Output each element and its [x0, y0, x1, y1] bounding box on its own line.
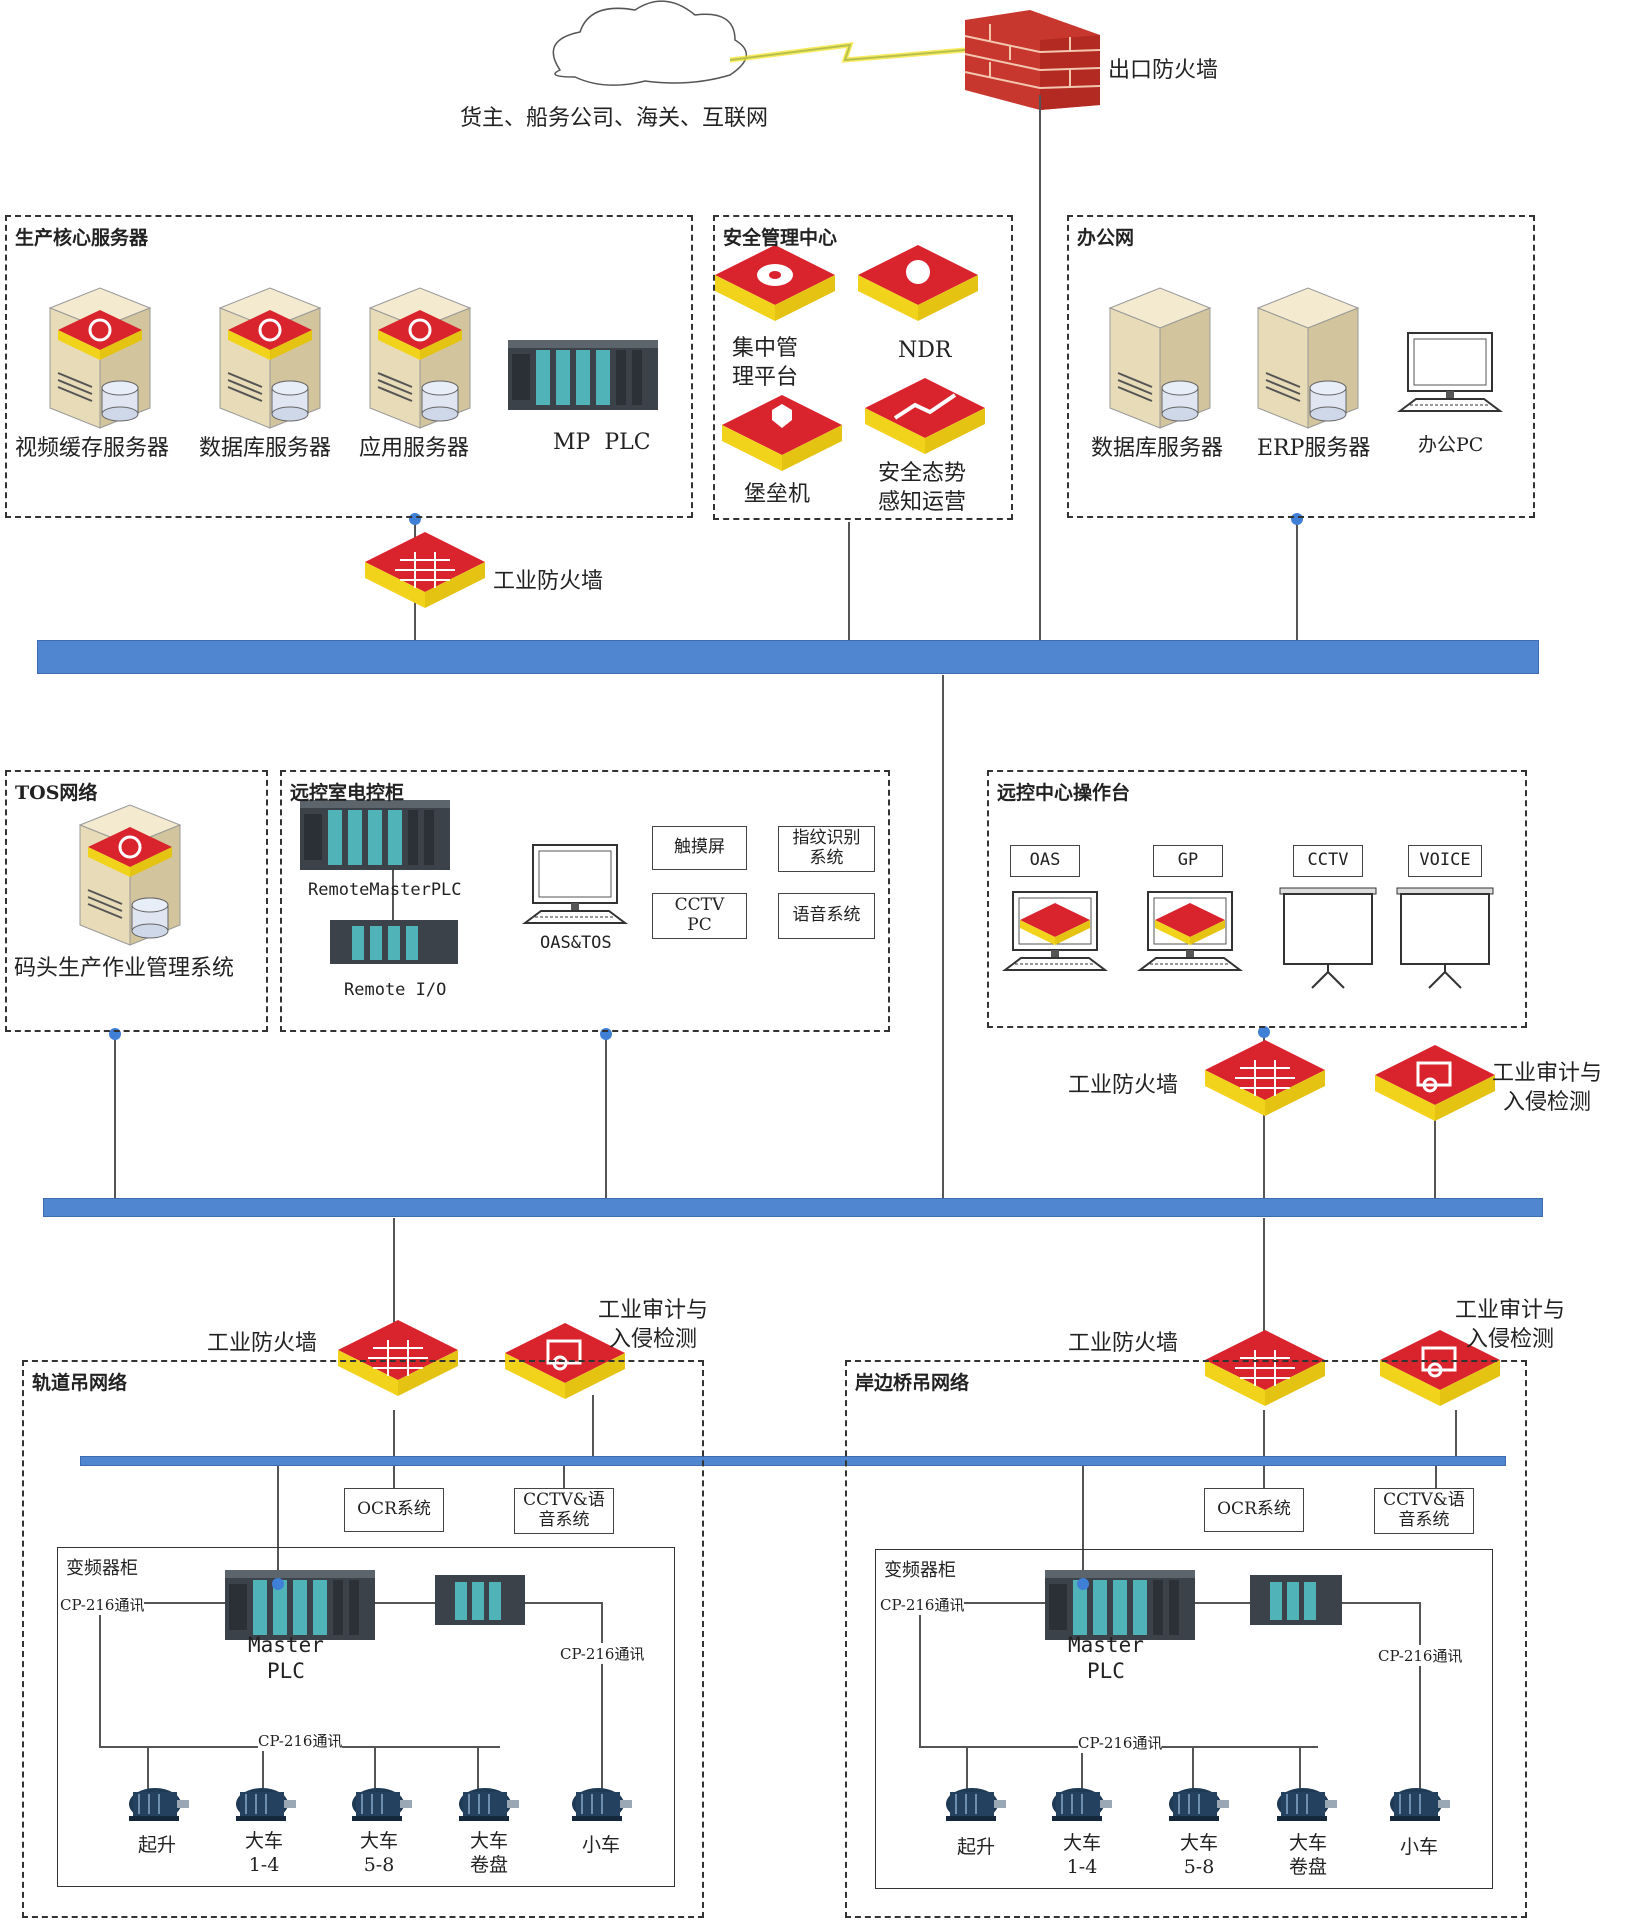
- bastion-host-icon: [722, 395, 842, 471]
- vfd-cabinet-title: 变频器柜: [884, 1560, 956, 1581]
- gp-box: GP: [1153, 845, 1223, 877]
- gp-pc-icon: [1139, 891, 1241, 971]
- zone-prod-core: 生产核心服务器: [5, 215, 693, 518]
- app-server-label: 应用服务器: [359, 436, 470, 461]
- office-pc-label: 办公PC: [1418, 434, 1484, 456]
- zone-quay-crane: 岸边桥吊网络: [845, 1360, 1527, 1918]
- bastion-host-label: 堡垒机: [744, 482, 811, 507]
- connector-dot: [1077, 1578, 1089, 1590]
- internet-label: 货主、船务公司、海关、互联网: [460, 106, 769, 131]
- zone-title: 生产核心服务器: [15, 227, 149, 249]
- rail-firewall-icon: [338, 1320, 458, 1396]
- remote-io-icon: [330, 920, 458, 964]
- zone-office: 办公网: [1067, 215, 1535, 518]
- console-audit-icon: [1375, 1045, 1495, 1121]
- voice-system-box: 语音系统: [778, 893, 875, 939]
- cp216-label: CP-216通讯: [560, 1643, 645, 1664]
- motor-label: 大车 1-4: [245, 1830, 284, 1876]
- cp216-label: CP-216通讯: [60, 1594, 145, 1615]
- database-server-label: 数据库服务器: [199, 436, 332, 461]
- tos-system-label: 码头生产作业管理系统: [14, 956, 235, 981]
- motor-label: 大车 5-8: [360, 1830, 399, 1876]
- core-bus: [37, 640, 1539, 674]
- rail-cctv-voice-box: CCTV&语 音系统: [514, 1488, 614, 1534]
- remote-io-label: Remote I/O: [344, 980, 447, 1000]
- internet-cloud-icon: [552, 0, 747, 86]
- zone-title: 远控室电控柜: [290, 782, 405, 804]
- zone-title: 办公网: [1077, 227, 1135, 249]
- motor-label: 大车 卷盘: [470, 1830, 509, 1876]
- motor-label: 小车: [582, 1834, 621, 1856]
- oas-tos-label: OAS&TOS: [540, 933, 612, 953]
- quay-ocr-box: OCR系统: [1204, 1488, 1304, 1532]
- cp216-label: CP-216通讯: [880, 1594, 965, 1615]
- rail-master-plc-label: Master PLC: [248, 1633, 324, 1684]
- mp-plc-label: MP PLC: [553, 430, 651, 455]
- office-database-label: 数据库服务器: [1091, 436, 1224, 461]
- motor-label: 大车 1-4: [1063, 1832, 1102, 1878]
- zone-title: 远控中心操作台: [997, 782, 1131, 804]
- quay-remote-plc-icon: [1250, 1575, 1342, 1625]
- rail-audit-icon: [505, 1323, 625, 1399]
- zone-title: TOS网络: [15, 782, 98, 804]
- ndr-label: NDR: [898, 338, 952, 363]
- zone-rail-crane: 轨道吊网络: [22, 1360, 704, 1918]
- egress-firewall-label: 出口防火墙: [1108, 58, 1219, 83]
- cp216-label: CP-216通讯: [1078, 1732, 1163, 1753]
- connector-dot: [1258, 1026, 1270, 1038]
- cctv-box: CCTV: [1293, 845, 1363, 877]
- connector-dot: [272, 1578, 284, 1590]
- quay-audit-icon: [1380, 1330, 1500, 1406]
- industrial-firewall-label: 工业防火墙: [493, 569, 604, 594]
- motor-label: 大车 卷盘: [1289, 1832, 1328, 1878]
- situational-awareness-label: 安全态势 感知运营: [878, 461, 967, 515]
- fingerprint-box: 指纹识别 系统: [778, 826, 875, 872]
- zone-security-center: 安全管理中心: [713, 215, 1013, 520]
- situational-awareness-icon: [865, 378, 985, 454]
- zone-remote-cabinet: 远控室电控柜: [280, 770, 890, 1032]
- zone-title: 岸边桥吊网络: [855, 1372, 970, 1394]
- brick-firewall-icon: [964, 10, 1101, 110]
- erp-server-label: ERP服务器: [1257, 436, 1371, 461]
- rail-firewall-label: 工业防火墙: [207, 1331, 318, 1356]
- rail-ocr-box: OCR系统: [344, 1488, 444, 1532]
- zone-tos: TOS网络: [5, 770, 268, 1032]
- rail-vfd-cabinet: 变频器柜: [57, 1547, 675, 1887]
- vfd-cabinet-title: 变频器柜: [66, 1558, 138, 1579]
- motor-label: 起升: [957, 1836, 996, 1858]
- rail-remote-plc-icon: [435, 1575, 525, 1625]
- ndr-icon: [858, 245, 978, 321]
- central-mgmt-platform-icon: [715, 245, 835, 321]
- motor-label: 起升: [138, 1834, 177, 1856]
- oas-box: OAS: [1010, 845, 1080, 877]
- quay-firewall-icon: [1205, 1330, 1325, 1406]
- console-firewall-label: 工业防火墙: [1068, 1073, 1179, 1098]
- oas-pc-icon: [1004, 891, 1106, 971]
- voice-box: VOICE: [1408, 845, 1482, 877]
- cp216-label: CP-216通讯: [1378, 1645, 1463, 1666]
- industrial-firewall-icon: [365, 532, 485, 608]
- console-firewall-icon: [1205, 1040, 1325, 1116]
- remote-master-plc-label: RemoteMasterPLC: [308, 880, 462, 900]
- console-audit-label: 工业审计与 入侵检测: [1492, 1061, 1603, 1115]
- aggregation-bus: [43, 1198, 1543, 1217]
- quay-master-plc-label: Master PLC: [1068, 1633, 1144, 1684]
- motor-label: 小车: [1400, 1836, 1439, 1858]
- zone-title: 轨道吊网络: [32, 1372, 128, 1394]
- video-cache-server-label: 视频缓存服务器: [15, 436, 170, 461]
- cctv-pc-box: CCTV PC: [652, 893, 747, 939]
- quay-cctv-voice-box: CCTV&语 音系统: [1374, 1488, 1474, 1534]
- cp216-label: CP-216通讯: [258, 1730, 343, 1751]
- motor-label: 大车 5-8: [1180, 1832, 1219, 1878]
- rail-audit-label: 工业审计与 入侵检测: [598, 1298, 709, 1352]
- touchscreen-box: 触摸屏: [652, 826, 747, 870]
- zone-remote-console: 远控中心操作台: [987, 770, 1527, 1028]
- central-mgmt-label: 集中管 理平台: [732, 336, 799, 390]
- crane-bus: [80, 1456, 1506, 1466]
- quay-firewall-label: 工业防火墙: [1068, 1331, 1179, 1356]
- zone-title: 安全管理中心: [723, 227, 838, 249]
- quay-vfd-cabinet: 变频器柜: [875, 1549, 1493, 1889]
- quay-audit-label: 工业审计与 入侵检测: [1455, 1298, 1566, 1352]
